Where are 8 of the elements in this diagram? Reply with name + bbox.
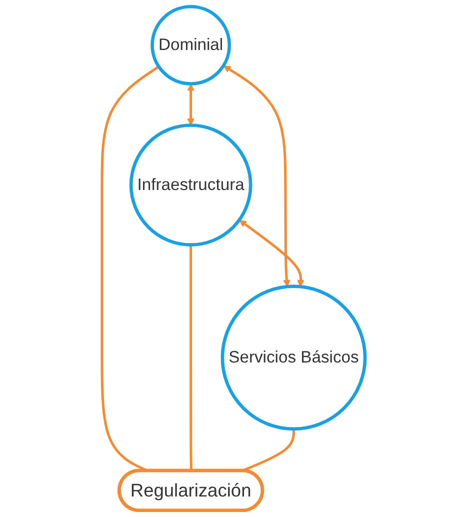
node-circle: Dominial (150, 4, 231, 86)
arrow (223, 66, 290, 287)
connector (241, 428, 295, 472)
arrow (239, 220, 304, 287)
node-circle: Servicios Básicos (220, 284, 367, 431)
connector (190, 244, 192, 471)
node-circle: Infraestructura (129, 124, 252, 246)
arrow (187, 84, 194, 126)
